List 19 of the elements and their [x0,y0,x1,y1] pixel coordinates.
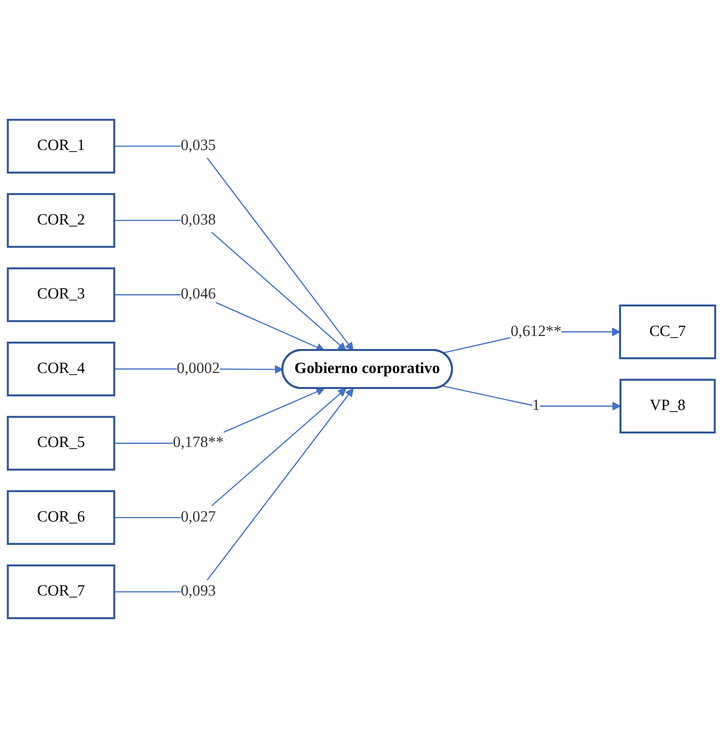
edge-label: 0,178** [172,434,224,452]
node-box: CC_7 [619,304,716,360]
edge-label: 0,038 [180,212,216,228]
node-box: COR_5 [6,416,116,471]
node-box: COR_6 [6,490,116,545]
node-box: COR_7 [6,564,116,620]
edge-label: 0,035 [180,137,216,154]
node-box: COR_3 [6,267,116,322]
node-box: COR_2 [6,193,116,248]
edge-label: 1 [532,397,540,414]
edge-label: 0,046 [180,286,216,303]
node-box: VP_8 [620,378,716,434]
edge-label: 0,612** [510,323,562,340]
node-box: COR_1 [6,118,116,174]
edge-label: 0,093 [180,583,216,600]
node-box: COR_4 [6,342,116,396]
edge-label: 0,027 [180,508,216,526]
edge-label: 0,0002 [176,360,220,377]
arrow [442,385,621,410]
